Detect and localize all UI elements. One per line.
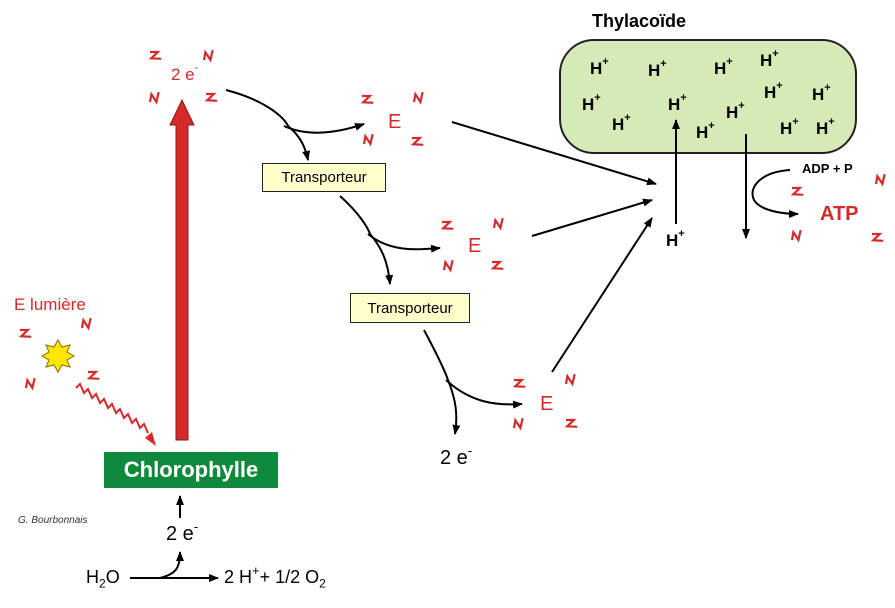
proton-label: H+ (612, 112, 631, 134)
energy-label: E (388, 111, 402, 133)
excitation-arrow (169, 98, 195, 441)
energy-label: E (468, 235, 482, 257)
transporter-box: Transporteur (350, 293, 470, 323)
proton-label: H+ (582, 92, 601, 114)
thylakoid-membrane (559, 39, 857, 154)
light-wave (75, 382, 149, 434)
final-electrons-label: 2 e- (440, 443, 473, 469)
water-label: H2O (86, 567, 120, 591)
proton-label: H+ (668, 92, 687, 114)
flow-arrows (130, 89, 799, 582)
proton-label: H+ (726, 100, 745, 122)
energy-label: E (540, 393, 554, 415)
proton-label: H+ (648, 58, 667, 80)
water-electrons-label: 2 e- (166, 519, 199, 545)
proton-label: H+ (780, 116, 799, 138)
proton-label: H+ (816, 116, 835, 138)
transporter-box: Transporteur (262, 163, 386, 192)
light-energy-label: E lumière (14, 295, 86, 314)
chlorophyll-box: Chlorophylle (104, 452, 278, 488)
atp-label: ATP (820, 203, 859, 225)
sun-icon (40, 338, 76, 374)
proton-label: H+ (590, 56, 609, 78)
adp-label: ADP + P (802, 161, 853, 176)
products-label: 2 H++ 1/2 O2 (224, 563, 326, 591)
light-wave-head (145, 432, 156, 446)
proton-label: H+ (764, 80, 783, 102)
proton-label: H+ (760, 48, 779, 70)
excited-electrons-label: 2 e- (171, 62, 199, 84)
proton-label: H+ (696, 120, 715, 142)
thylakoid-title: Thylacoïde (592, 11, 687, 31)
proton-label: H+ (812, 82, 831, 104)
author-credit: G. Bourbonnais (18, 515, 88, 526)
proton-label: H+ (714, 56, 733, 78)
proton-label: H+ (666, 228, 685, 250)
